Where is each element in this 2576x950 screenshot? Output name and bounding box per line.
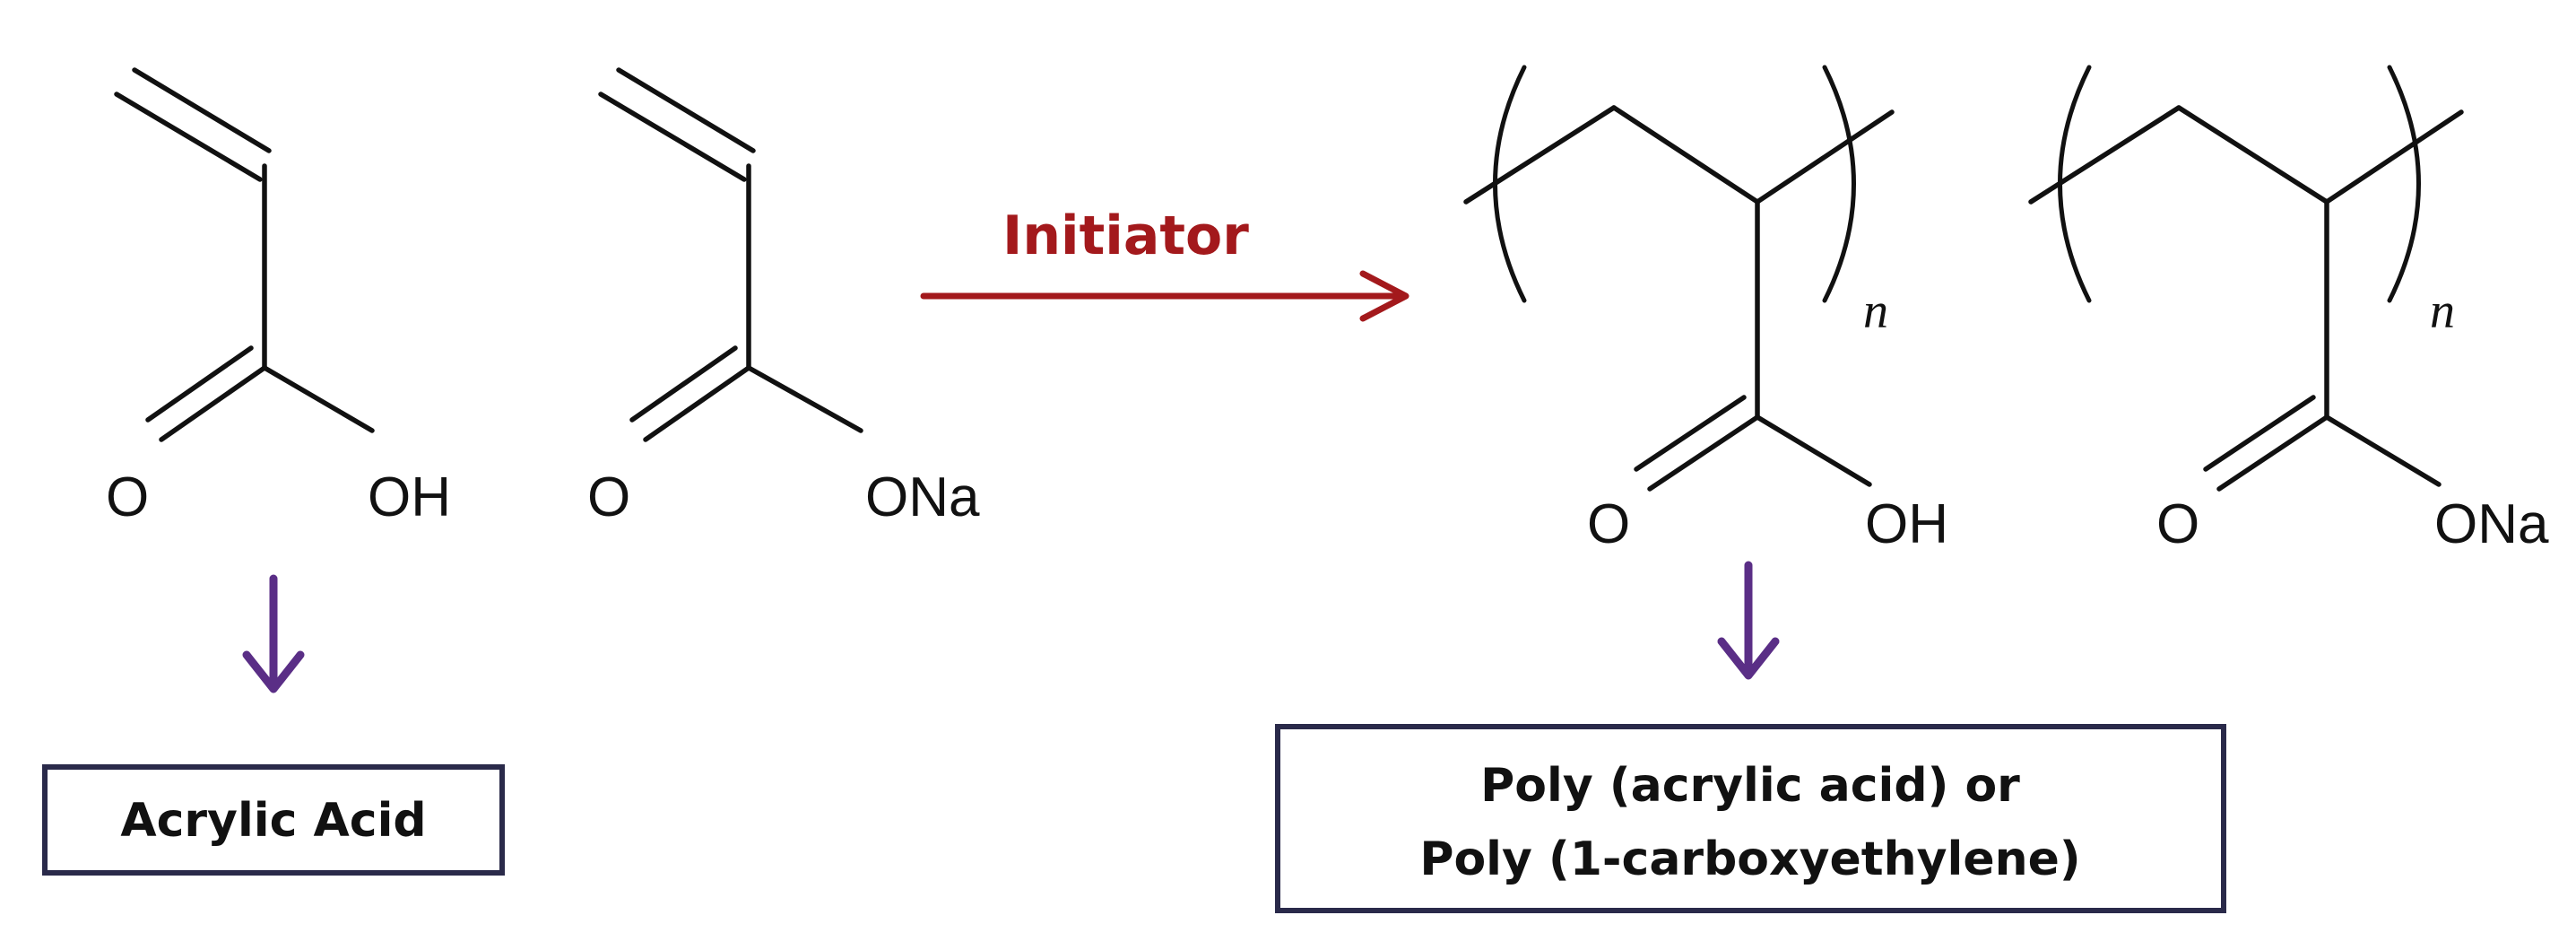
carbonyl-double-bond-1 <box>2216 414 2329 492</box>
carbonyl-double-bond-1 <box>1647 414 1760 492</box>
backbone-bond-3 <box>1755 109 1895 205</box>
name-box-border <box>42 764 505 876</box>
name-box-border <box>1275 724 2226 913</box>
initiator-label: Initiator <box>1002 205 1249 267</box>
arrow-head <box>242 650 305 693</box>
carbonyl-oxygen-label: O <box>1587 493 1630 555</box>
right-bracket <box>1822 65 1856 303</box>
repeat-unit-n: n <box>1863 283 1888 339</box>
polymer-name-line-1: Poly (acrylic acid) or <box>1480 759 2020 813</box>
carbonyl-double-bond-2 <box>2203 395 2316 472</box>
carbonyl-double-bond-2 <box>629 345 738 423</box>
carbonyl-oxygen-label: O <box>106 466 149 528</box>
hydroxyl-label: OH <box>368 466 451 528</box>
vinyl-double-bond-1 <box>598 92 747 182</box>
vinyl-double-bond-2 <box>132 67 272 153</box>
acrylic-acid-name-box: Acrylic Acid <box>42 764 505 876</box>
sodium-carboxylate-bond <box>746 365 863 433</box>
carbonyl-oxygen-label: O <box>2156 493 2199 555</box>
hydroxyl-label: OH <box>1865 493 1948 555</box>
hydroxyl-bond <box>1755 414 1872 487</box>
sodium-carboxylate-label: ONa <box>2434 493 2549 555</box>
poly-sodium-acrylate-structure: n O ONa <box>2028 65 2549 555</box>
arrow-head <box>1717 637 1780 680</box>
carbonyl-double-bond-1 <box>159 365 267 442</box>
monomer-pointer-arrow <box>242 574 305 693</box>
backbone-bond-1 <box>1463 105 1617 205</box>
backbone-bond-2 <box>1611 105 1760 205</box>
backbone-bond-1 <box>2028 105 2181 205</box>
carbonyl-double-bond-1 <box>643 365 751 442</box>
polymer-name-line-2: Poly (1-carboxyethylene) <box>1419 832 2080 886</box>
acrylic-acid-name: Acrylic Acid <box>120 794 426 848</box>
acrylic-acid-monomer: O OH <box>106 67 451 528</box>
reaction-arrow: Initiator <box>920 205 1409 322</box>
left-bracket <box>2058 65 2092 303</box>
polymer-pointer-arrow <box>1717 561 1780 680</box>
sodium-acrylate-monomer: O ONa <box>587 67 980 528</box>
carbonyl-double-bond-2 <box>1634 395 1747 472</box>
right-bracket <box>2387 65 2421 303</box>
sodium-carboxylate-bond <box>2324 414 2442 487</box>
hydroxyl-bond <box>262 365 375 433</box>
sodium-carboxylate-label: ONa <box>865 466 980 528</box>
backbone-bond-2 <box>2176 105 2329 205</box>
vinyl-double-bond-2 <box>616 67 756 153</box>
poly-acrylic-acid-structure: n O OH <box>1463 65 1948 555</box>
repeat-unit-n: n <box>2430 283 2455 339</box>
reaction-arrow-head <box>1359 270 1409 322</box>
left-bracket <box>1493 65 1527 303</box>
polymer-name-box: Poly (acrylic acid) or Poly (1-carboxyet… <box>1275 724 2226 913</box>
carbonyl-double-bond-2 <box>145 345 254 423</box>
carbonyl-oxygen-label: O <box>587 466 630 528</box>
backbone-bond-3 <box>2324 109 2464 205</box>
vinyl-double-bond-1 <box>114 92 263 182</box>
